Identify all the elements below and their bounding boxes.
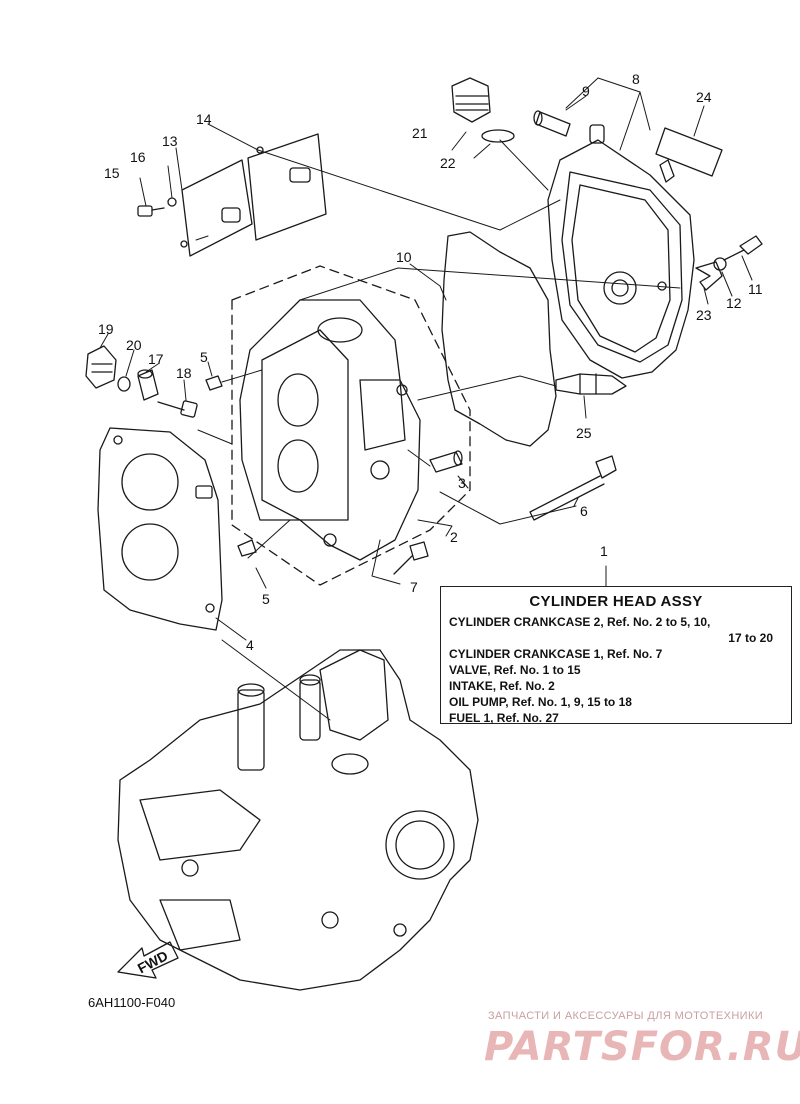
legend-line: CYLINDER CRANKCASE 2, Ref. No. 2 to 5, 1… [449,615,711,629]
breather-tube [533,110,571,137]
callout-8: 8 [632,71,640,87]
screw-15 [137,205,165,217]
callout-7: 7 [410,579,418,595]
block-boundary [231,265,471,586]
legend-line: OIL PUMP, Ref. No. 1, 9, 15 to 18 [449,695,632,709]
callout-24: 24 [696,89,712,105]
bolt-6 [529,455,617,521]
callout-19: 19 [98,321,114,337]
oring [481,129,515,143]
callout-25: 25 [576,425,592,441]
assembly-legend: CYLINDER HEAD ASSY CYLINDER CRANKCASE 2,… [440,586,792,725]
plate-gasket-13 [180,159,253,257]
callout-1: 1 [600,543,608,559]
legend-title: CYLINDER HEAD ASSY [529,593,703,610]
clip-23 [695,261,723,291]
head-cover-gasket [441,231,557,447]
callout-6: 6 [580,503,588,519]
dowel-pin-5-upper [205,375,223,391]
callout-17: 17 [148,351,164,367]
callout-5-upper: 5 [200,349,208,365]
callout-12: 12 [726,295,742,311]
cylinder-head-gasket [97,427,223,631]
callout-14: 14 [196,111,212,127]
callout-16: 16 [130,149,146,165]
leader-lines [99,77,753,721]
legend-line: INTAKE, Ref. No. 2 [449,679,555,693]
callout-4: 4 [246,637,254,653]
callout-21: 21 [412,125,428,141]
legend-line: 17 to 20 [728,631,773,645]
cylinder-head-cover [547,124,695,379]
callout-11: 11 [748,281,763,297]
dowel-pin-5-lower [237,539,257,557]
callout-13: 13 [162,133,178,149]
collar-3 [429,450,463,473]
label-plate [655,127,723,177]
diagram-code: 6AH1100-F040 [88,995,176,1010]
callout-5-lower: 5 [262,591,270,607]
oil-filler-cap [451,77,491,123]
collar-17 [137,369,159,401]
crankcase [117,649,479,991]
callout-20: 20 [126,337,142,353]
legend-line: VALVE, Ref. No. 1 to 15 [449,663,581,677]
watermark-logo: PARTSFOR.RU [484,1024,800,1070]
ring-20 [117,376,131,392]
watermark-tagline: ЗАПЧАСТИ И АКСЕССУАРЫ ДЛЯ МОТОТЕХНИКИ [488,1010,764,1022]
callout-22: 22 [440,155,456,171]
callout-9: 9 [582,83,590,99]
washer-16 [167,197,177,207]
cylinder-block [239,299,421,561]
washer-12 [713,257,727,271]
callout-3: 3 [458,475,466,491]
callout-10: 10 [396,249,412,265]
bolt-18 [157,400,198,418]
callout-2: 2 [450,529,458,545]
plate-gasket-14 [247,133,327,241]
callout-18: 18 [176,365,192,381]
callout-numbers: 1 2 3 4 5 5 6 7 8 9 10 11 12 13 14 15 16… [98,71,763,653]
spark-plug [555,373,627,395]
legend-line: FUEL 1, Ref. No. 27 [449,711,559,725]
bolt-7 [393,541,429,575]
bolt-11 [723,235,763,261]
legend-line: CYLINDER CRANKCASE 1, Ref. No. 7 [449,647,663,661]
plug-19 [85,345,117,389]
callout-23: 23 [696,307,712,323]
fwd-arrow [117,941,179,979]
callout-15: 15 [104,165,120,181]
